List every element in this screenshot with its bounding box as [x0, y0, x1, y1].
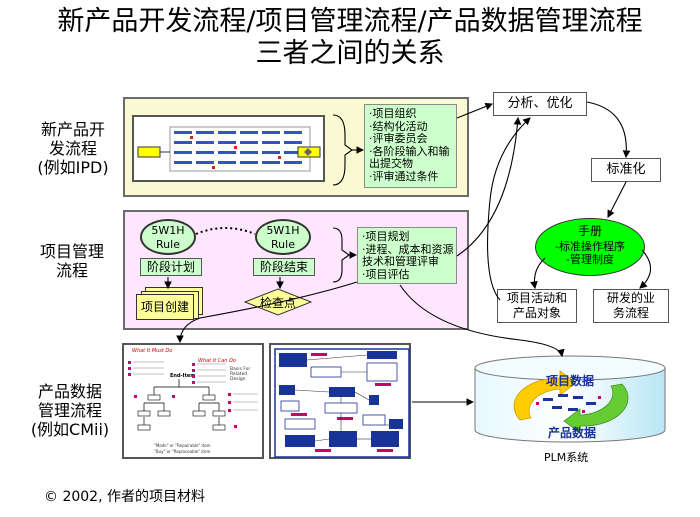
checkpoint-label: 检查点 [259, 296, 296, 310]
fivew1h-oval-1: 5W1H Rule [140, 219, 196, 255]
project-create-box: 项目创建 [136, 294, 194, 320]
cmii-doc-thumbnail: What It Must Do What It Can Do End-Item … [122, 343, 264, 459]
plm-project-data-label: 项目数据 [546, 374, 595, 388]
cmii-tree-graphic [128, 361, 258, 431]
npd-item: ·各阶段输入和输 [369, 144, 450, 158]
npd-item: ·评审委员会 [369, 132, 428, 145]
row-label-npd: 新产品开 发流程 (例如IPD) [18, 120, 128, 177]
stage-plan-box: 阶段计划 [140, 258, 202, 276]
npd-item: ·结构化活动 [369, 119, 428, 133]
row-label-pdm-line2: 管理流程 [37, 401, 102, 420]
pm-item: ·项目规划 [362, 230, 410, 243]
rule-label: Rule [156, 238, 180, 251]
row-label-pm-line2: 流程 [55, 261, 88, 280]
activities-line: 项目活动和 [506, 291, 567, 305]
standardize-box: 标准化 [591, 158, 661, 182]
row-label-pdm-line1: 产品数据 [37, 382, 102, 401]
row-label-pm-line1: 项目管理 [39, 242, 104, 261]
fivew1h-label: 5W1H [151, 224, 185, 237]
pm-item: ·项目评估 [362, 267, 410, 281]
manual-oval: 手册 -标准操作程序 -管理制度 [535, 218, 645, 276]
manual-item: -标准操作程序 [555, 240, 625, 253]
analyze-optimize-box: 分析、优化 [493, 92, 587, 116]
activities-line: 产品对象 [512, 306, 561, 320]
cmii-process-thumbnail [269, 343, 411, 459]
copyright-text: © 2002, 作者的项目材料 [44, 489, 205, 505]
cmii-heading-must: What It Must Do [132, 348, 173, 354]
business-line: 务流程 [612, 306, 649, 320]
cmii-end-item: End-Item [170, 373, 196, 379]
npd-item: ·评审通过条件 [369, 169, 439, 183]
npd-items-box: ·项目组织 ·结构化活动 ·评审委员会 ·各阶段输入和输 出提交物 ·评审通过条… [364, 104, 457, 188]
npd-item: ·项目组织 [369, 107, 417, 120]
row-label-npd-line3: (例如IPD) [37, 158, 109, 177]
cmii-footer-made: "Made" or "Repairable" item [154, 443, 211, 448]
npd-item: 出提交物 [369, 157, 413, 170]
business-line: 研发的业 [606, 291, 655, 305]
business-process-box: 研发的业 务流程 [593, 289, 669, 323]
fivew1h-label: 5W1H [266, 224, 300, 237]
plm-system-label: PLM系统 [544, 451, 589, 464]
pm-item: ·进程、成本和资源 [362, 242, 454, 256]
pm-item: 技术和管理评审 [362, 255, 439, 268]
cmii-heading-can: What It Can Do [198, 358, 236, 364]
npd-flowchart-thumbnail [132, 115, 325, 182]
npd-flowchart-graphic [137, 126, 321, 172]
row-label-pm: 项目管理 流程 [22, 242, 122, 280]
pm-items-box: ·项目规划 ·进程、成本和资源 技术和管理评审 ·项目评估 [357, 227, 457, 284]
manual-item: -管理制度 [566, 253, 614, 266]
cmii-footer-buy: "Buy" or "Replaceable" item [154, 449, 211, 454]
stage-end-box: 阶段结束 [253, 258, 315, 276]
activities-box: 项目活动和 产品对象 [497, 289, 577, 323]
row-label-npd-line2: 发流程 [48, 139, 97, 158]
cmii-basis-label: Basis For Related Design [230, 367, 251, 382]
row-label-pdm-line3: (例如CMii) [30, 420, 110, 439]
cmii-process-graphic [274, 348, 410, 458]
title-line-2: 三者之间的关系 [255, 38, 445, 69]
row-label-pdm: 产品数据 管理流程 (例如CMii) [20, 382, 120, 439]
fivew1h-oval-2: 5W1H Rule [255, 219, 311, 255]
title-line-1: 新产品开发流程/项目管理流程/产品数据管理流程 [57, 6, 643, 37]
row-label-npd-line1: 新产品开 [40, 120, 105, 139]
plm-product-data-label: 产品数据 [548, 426, 597, 440]
rule-label: Rule [271, 238, 295, 251]
manual-title: 手册 [577, 224, 602, 238]
